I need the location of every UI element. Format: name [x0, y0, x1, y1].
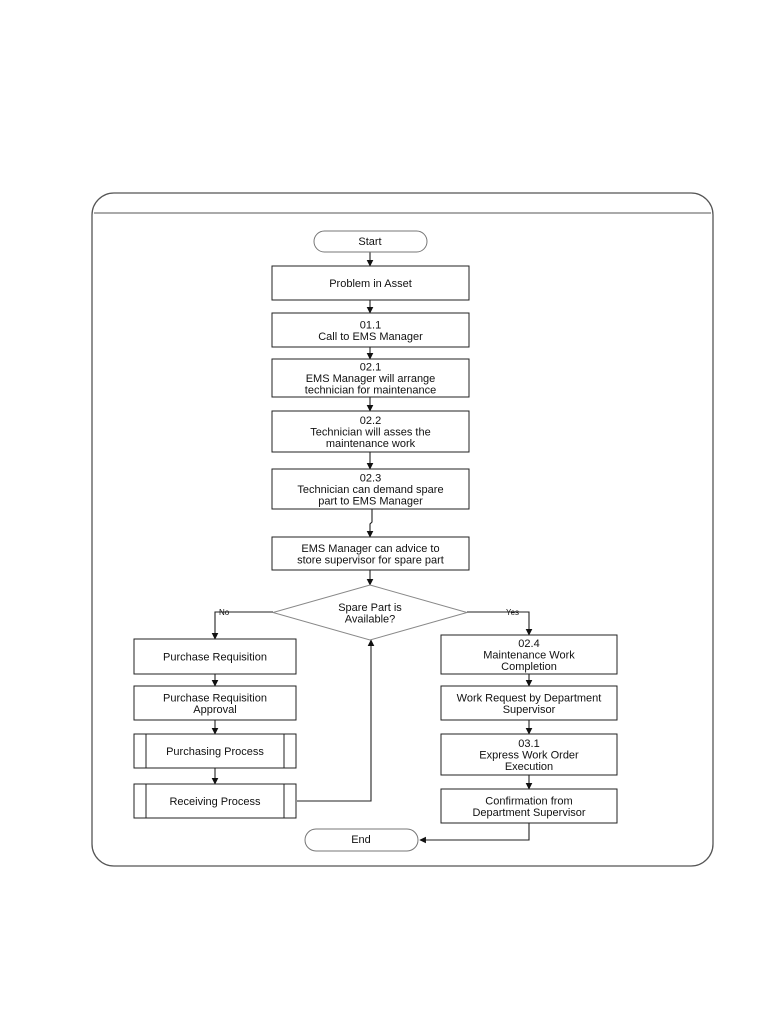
node-wr-text-0: Work Request by Department: [457, 692, 602, 704]
node-mwc-text-2: Completion: [501, 661, 557, 673]
node-purchasing: Purchasing Process: [133, 733, 297, 769]
node-receiving: Receiving Process: [133, 783, 297, 819]
end-terminator: End: [304, 828, 419, 852]
node-arrange-box: [271, 358, 470, 398]
node-demand-text-1: Technician can demand spare: [297, 484, 443, 496]
node-pr: Purchase Requisition: [133, 638, 297, 675]
arrow-demand-advice: [366, 509, 374, 538]
node-assess-text-2: maintenance work: [326, 438, 416, 450]
node-pr-box: [133, 638, 297, 675]
node-advice-text-0: EMS Manager can advice to: [301, 543, 439, 555]
arrow-decision-yes: [467, 611, 533, 636]
node-problem-text-0: Problem in Asset: [329, 278, 412, 290]
node-ewo-text-0: 03.1: [518, 738, 539, 750]
end-label: End: [351, 834, 371, 846]
node-wr-box: [440, 685, 618, 721]
node-demand-box: [271, 468, 470, 510]
start-terminator: Start: [313, 230, 428, 253]
node-assess-box: [271, 410, 470, 453]
node-decision-text-1: Available?: [345, 613, 396, 625]
node-pra-text-1: Approval: [193, 704, 236, 716]
node-demand-text-2: part to EMS Manager: [318, 496, 423, 508]
node-call-text-1: Call to EMS Manager: [318, 331, 423, 343]
node-receiving-text-0: Receiving Process: [169, 796, 261, 808]
node-receiving-box: [133, 783, 297, 819]
node-pra-box: [133, 685, 297, 721]
node-conf-text-0: Confirmation from: [485, 795, 572, 807]
node-call-box: [271, 312, 470, 348]
node-ewo-text-1: Express Work Order: [479, 750, 579, 762]
node-mwc-box: [440, 634, 618, 675]
decision-diamond: [271, 584, 469, 641]
edge-label-no: No: [219, 608, 230, 617]
node-problem: Problem in Asset: [271, 265, 470, 301]
node-advice-box: [271, 536, 470, 571]
node-conf-text-1: Department Supervisor: [472, 807, 585, 819]
node-mwc-text-1: Maintenance Work: [483, 650, 575, 662]
node-call-text-0: 01.1: [360, 319, 381, 331]
node-assess-text-1: Technician will asses the: [310, 427, 430, 439]
node-conf-box: [440, 788, 618, 824]
connectors: [211, 252, 533, 844]
arrow-receiving-decision: [297, 639, 375, 802]
node-assess-text-0: 02.2: [360, 415, 381, 427]
edge-label-yes: Yes: [506, 608, 519, 617]
node-arrange-text-2: technician for maintenance: [305, 385, 436, 397]
node-problem-box: [271, 265, 470, 301]
node-demand-text-0: 02.3: [360, 473, 381, 485]
node-ewo-box: [440, 733, 618, 776]
node-wr-text-1: Supervisor: [503, 704, 556, 716]
node-advice-text-1: store supervisor for spare part: [297, 554, 444, 566]
arrow-decision-no: [211, 611, 273, 640]
arrow-conf-end: [419, 823, 530, 844]
node-arrange-text-1: EMS Manager will arrange: [306, 373, 436, 385]
node-pr-text-0: Purchase Requisition: [163, 652, 267, 664]
start-label: Start: [358, 236, 381, 248]
node-decision-text-0: Spare Part is: [338, 602, 402, 614]
node-purchasing-text-0: Purchasing Process: [166, 746, 264, 758]
node-pra-text-0: Purchase Requisition: [163, 692, 267, 704]
node-ewo-text-2: Execution: [505, 761, 553, 773]
node-purchasing-box: [133, 733, 297, 769]
node-mwc-text-0: 02.4: [518, 638, 539, 650]
node-arrange-text-0: 02.1: [360, 362, 381, 374]
